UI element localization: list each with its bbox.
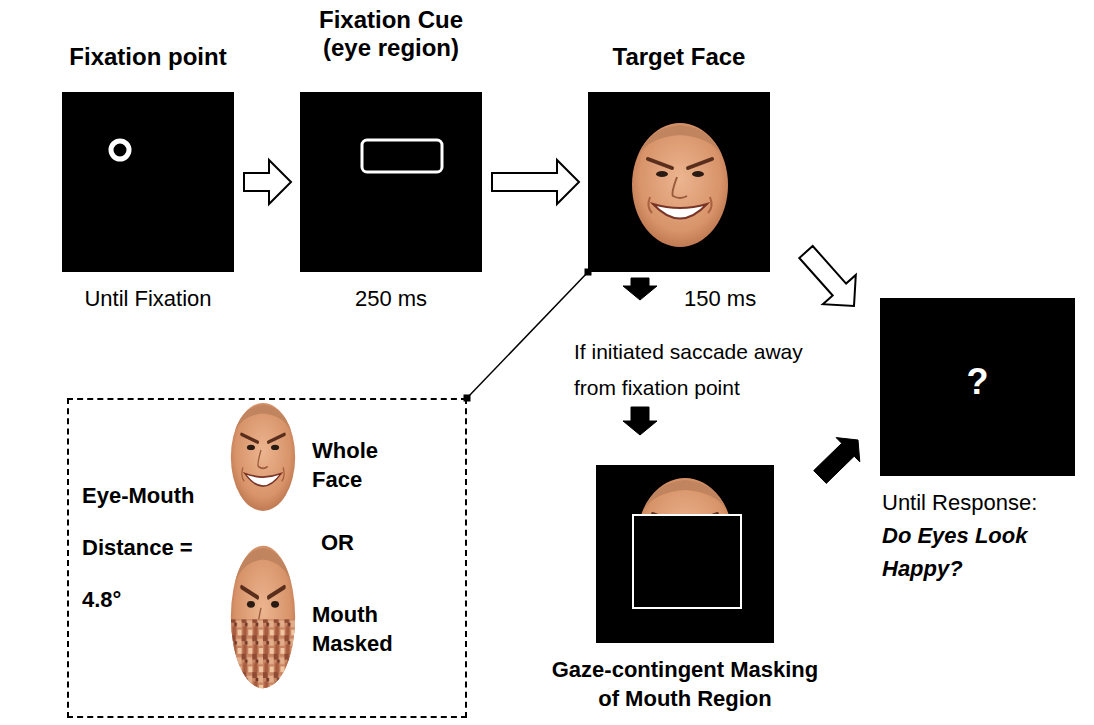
cue-art (300, 92, 482, 272)
stage-caption: Gaze-contingent Masking of Mouth Region (545, 655, 825, 713)
masked-face-image (230, 546, 297, 693)
whole-face-image (231, 403, 295, 511)
masking-art (596, 465, 774, 643)
or-label: OR (321, 530, 354, 556)
scramble-mask (230, 619, 297, 693)
stage-heading: Fixation Cue (eye region) (296, 6, 486, 62)
gaze-mask-rect (633, 515, 741, 608)
leader-line (467, 272, 588, 398)
step-arrow (492, 160, 579, 204)
eye-cue-frame (362, 140, 442, 172)
cue-screen: Fixation Cue (eye region)250 ms (300, 92, 482, 272)
branch-arrow (814, 438, 860, 484)
condition-label: Mouth Masked (312, 600, 422, 658)
duration-label: 150 ms (684, 286, 756, 312)
target-face-art (588, 92, 770, 272)
step-arrow (799, 246, 856, 306)
flow-connector (799, 246, 856, 306)
duration-label: Until Fixation (22, 286, 274, 312)
branch-condition: If initiated saccade away from fixation … (572, 334, 834, 406)
flow-connector (814, 438, 860, 484)
branch-arrow (623, 407, 657, 435)
masking-screen: Gaze-contingent Masking of Mouth Region (596, 465, 774, 643)
face-image (632, 123, 728, 247)
target-screen: Target Face150 ms (588, 92, 770, 272)
condition-label: Whole Face (312, 436, 422, 494)
flow-connector (244, 160, 291, 204)
stage-heading: Target Face (548, 43, 810, 72)
flow-connector (492, 160, 579, 204)
fixation-ring (111, 141, 129, 159)
response-prompt: ? (880, 360, 1075, 403)
condition-panel: Eye-Mouth Distance = 4.8° Whole FaceOR Mou… (67, 398, 467, 718)
photo-ground (227, 402, 299, 514)
fixation-screen: Fixation pointUntil Fixation (62, 92, 234, 272)
response-screen: ?Until Response:Do Eyes Look Happy? (880, 298, 1075, 476)
step-arrow (244, 160, 291, 204)
fixation-art (62, 92, 234, 272)
duration-label: 250 ms (280, 286, 502, 312)
question-text: Do Eyes Look Happy? (882, 519, 1087, 585)
stage-heading: Fixation point (22, 43, 274, 72)
response-note: Until Response: (882, 486, 1087, 519)
distance-label: Eye-Mouth Distance = 4.8° (82, 470, 200, 626)
branch-arrow (623, 278, 657, 300)
